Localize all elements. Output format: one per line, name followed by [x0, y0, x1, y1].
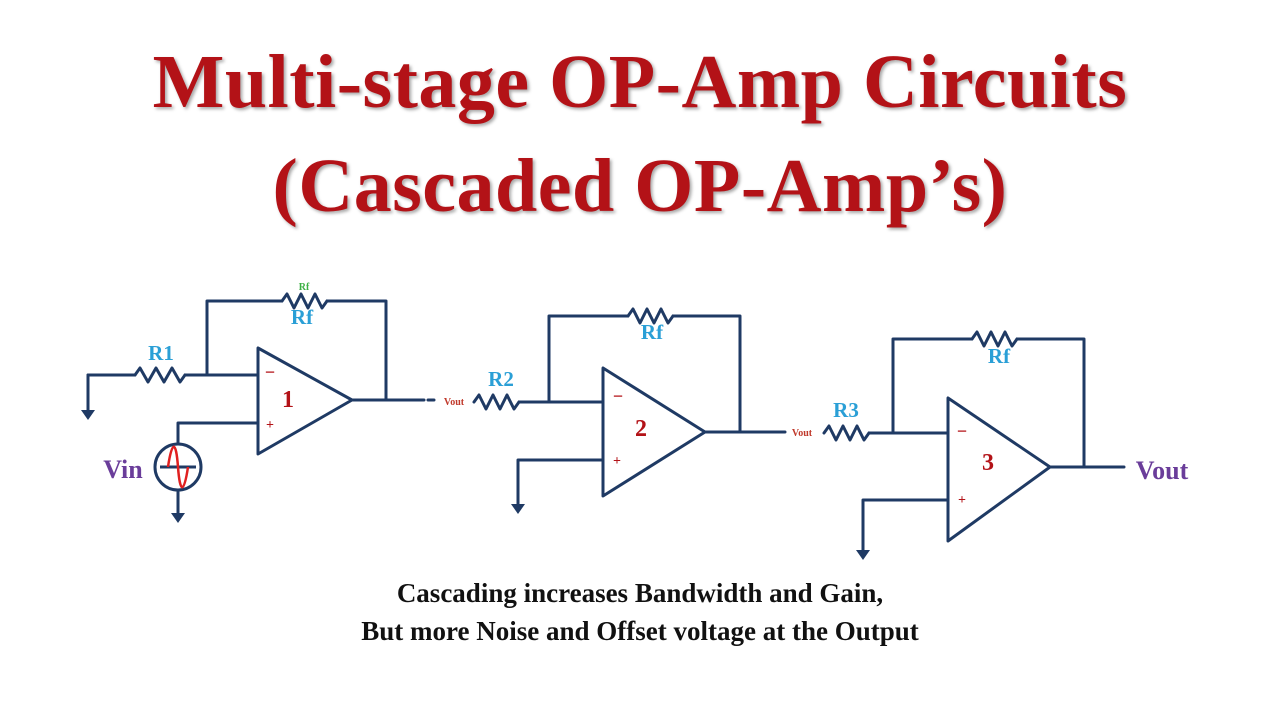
stage2-rf-resistor [626, 307, 675, 325]
r2-resistor [472, 393, 521, 411]
stage2-feedback-loop [547, 314, 630, 404]
stage1-rf-small-label: Rf [299, 282, 310, 293]
stage2-input-node-label: Vout [444, 397, 465, 408]
stage3-feedback-return [1015, 337, 1086, 469]
stage3-feedback-loop [891, 337, 974, 435]
vin-ground-arrow [171, 513, 185, 523]
stage1-feedback-loop [205, 299, 284, 377]
stage1-rf-label: Rf [291, 305, 314, 329]
stage3-noninv-wire [861, 498, 950, 554]
stage2-plus-sign: + [613, 454, 621, 469]
stage1-number: 1 [282, 387, 294, 413]
r3-label: R3 [833, 398, 859, 422]
stage3-minus-sign: − [957, 421, 967, 441]
stage1-ground-arrow [81, 410, 95, 420]
r1-label: R1 [148, 341, 174, 365]
stage2-ground-arrow [511, 504, 525, 514]
caption-line-1: Cascading increases Bandwidth and Gain, [396, 578, 884, 608]
stage2-minus-sign: − [613, 386, 623, 406]
stage1-noninv-wire [176, 421, 260, 446]
stage1-plus-sign: + [266, 418, 274, 433]
title-line-2: (Cascaded OP-Amp’s) [272, 144, 1008, 228]
stage3-input-node-label: Vout [792, 428, 813, 439]
vin-label: Vin [103, 455, 143, 484]
opamp-3 [946, 396, 1052, 543]
stage3-rf-resistor [970, 330, 1019, 348]
stage3-ground-arrow [856, 550, 870, 560]
stage1-feedback-return [325, 299, 388, 402]
title-line-1: Multi-stage OP-Amp Circuits [152, 40, 1128, 124]
stage2-feedback-return [671, 314, 742, 434]
r2-label: R2 [488, 367, 514, 391]
stage3-rf-label: Rf [988, 344, 1011, 368]
opamp-1 [256, 346, 354, 456]
stage3-number: 3 [982, 450, 994, 476]
vin-sine-wave [166, 445, 190, 489]
stage2-noninv-wire [516, 458, 605, 508]
r3-resistor [822, 424, 871, 442]
caption-line-2: But more Noise and Offset voltage at the… [361, 616, 919, 646]
stage2-rf-label: Rf [641, 320, 664, 344]
opamp-2 [601, 366, 707, 498]
vout-label: Vout [1136, 456, 1189, 485]
stage3-plus-sign: + [958, 493, 966, 508]
r1-resistor [133, 366, 187, 384]
stage1-rf-resistor [280, 292, 329, 310]
stage2-number: 2 [635, 416, 647, 442]
stage1-minus-sign: − [265, 362, 275, 382]
